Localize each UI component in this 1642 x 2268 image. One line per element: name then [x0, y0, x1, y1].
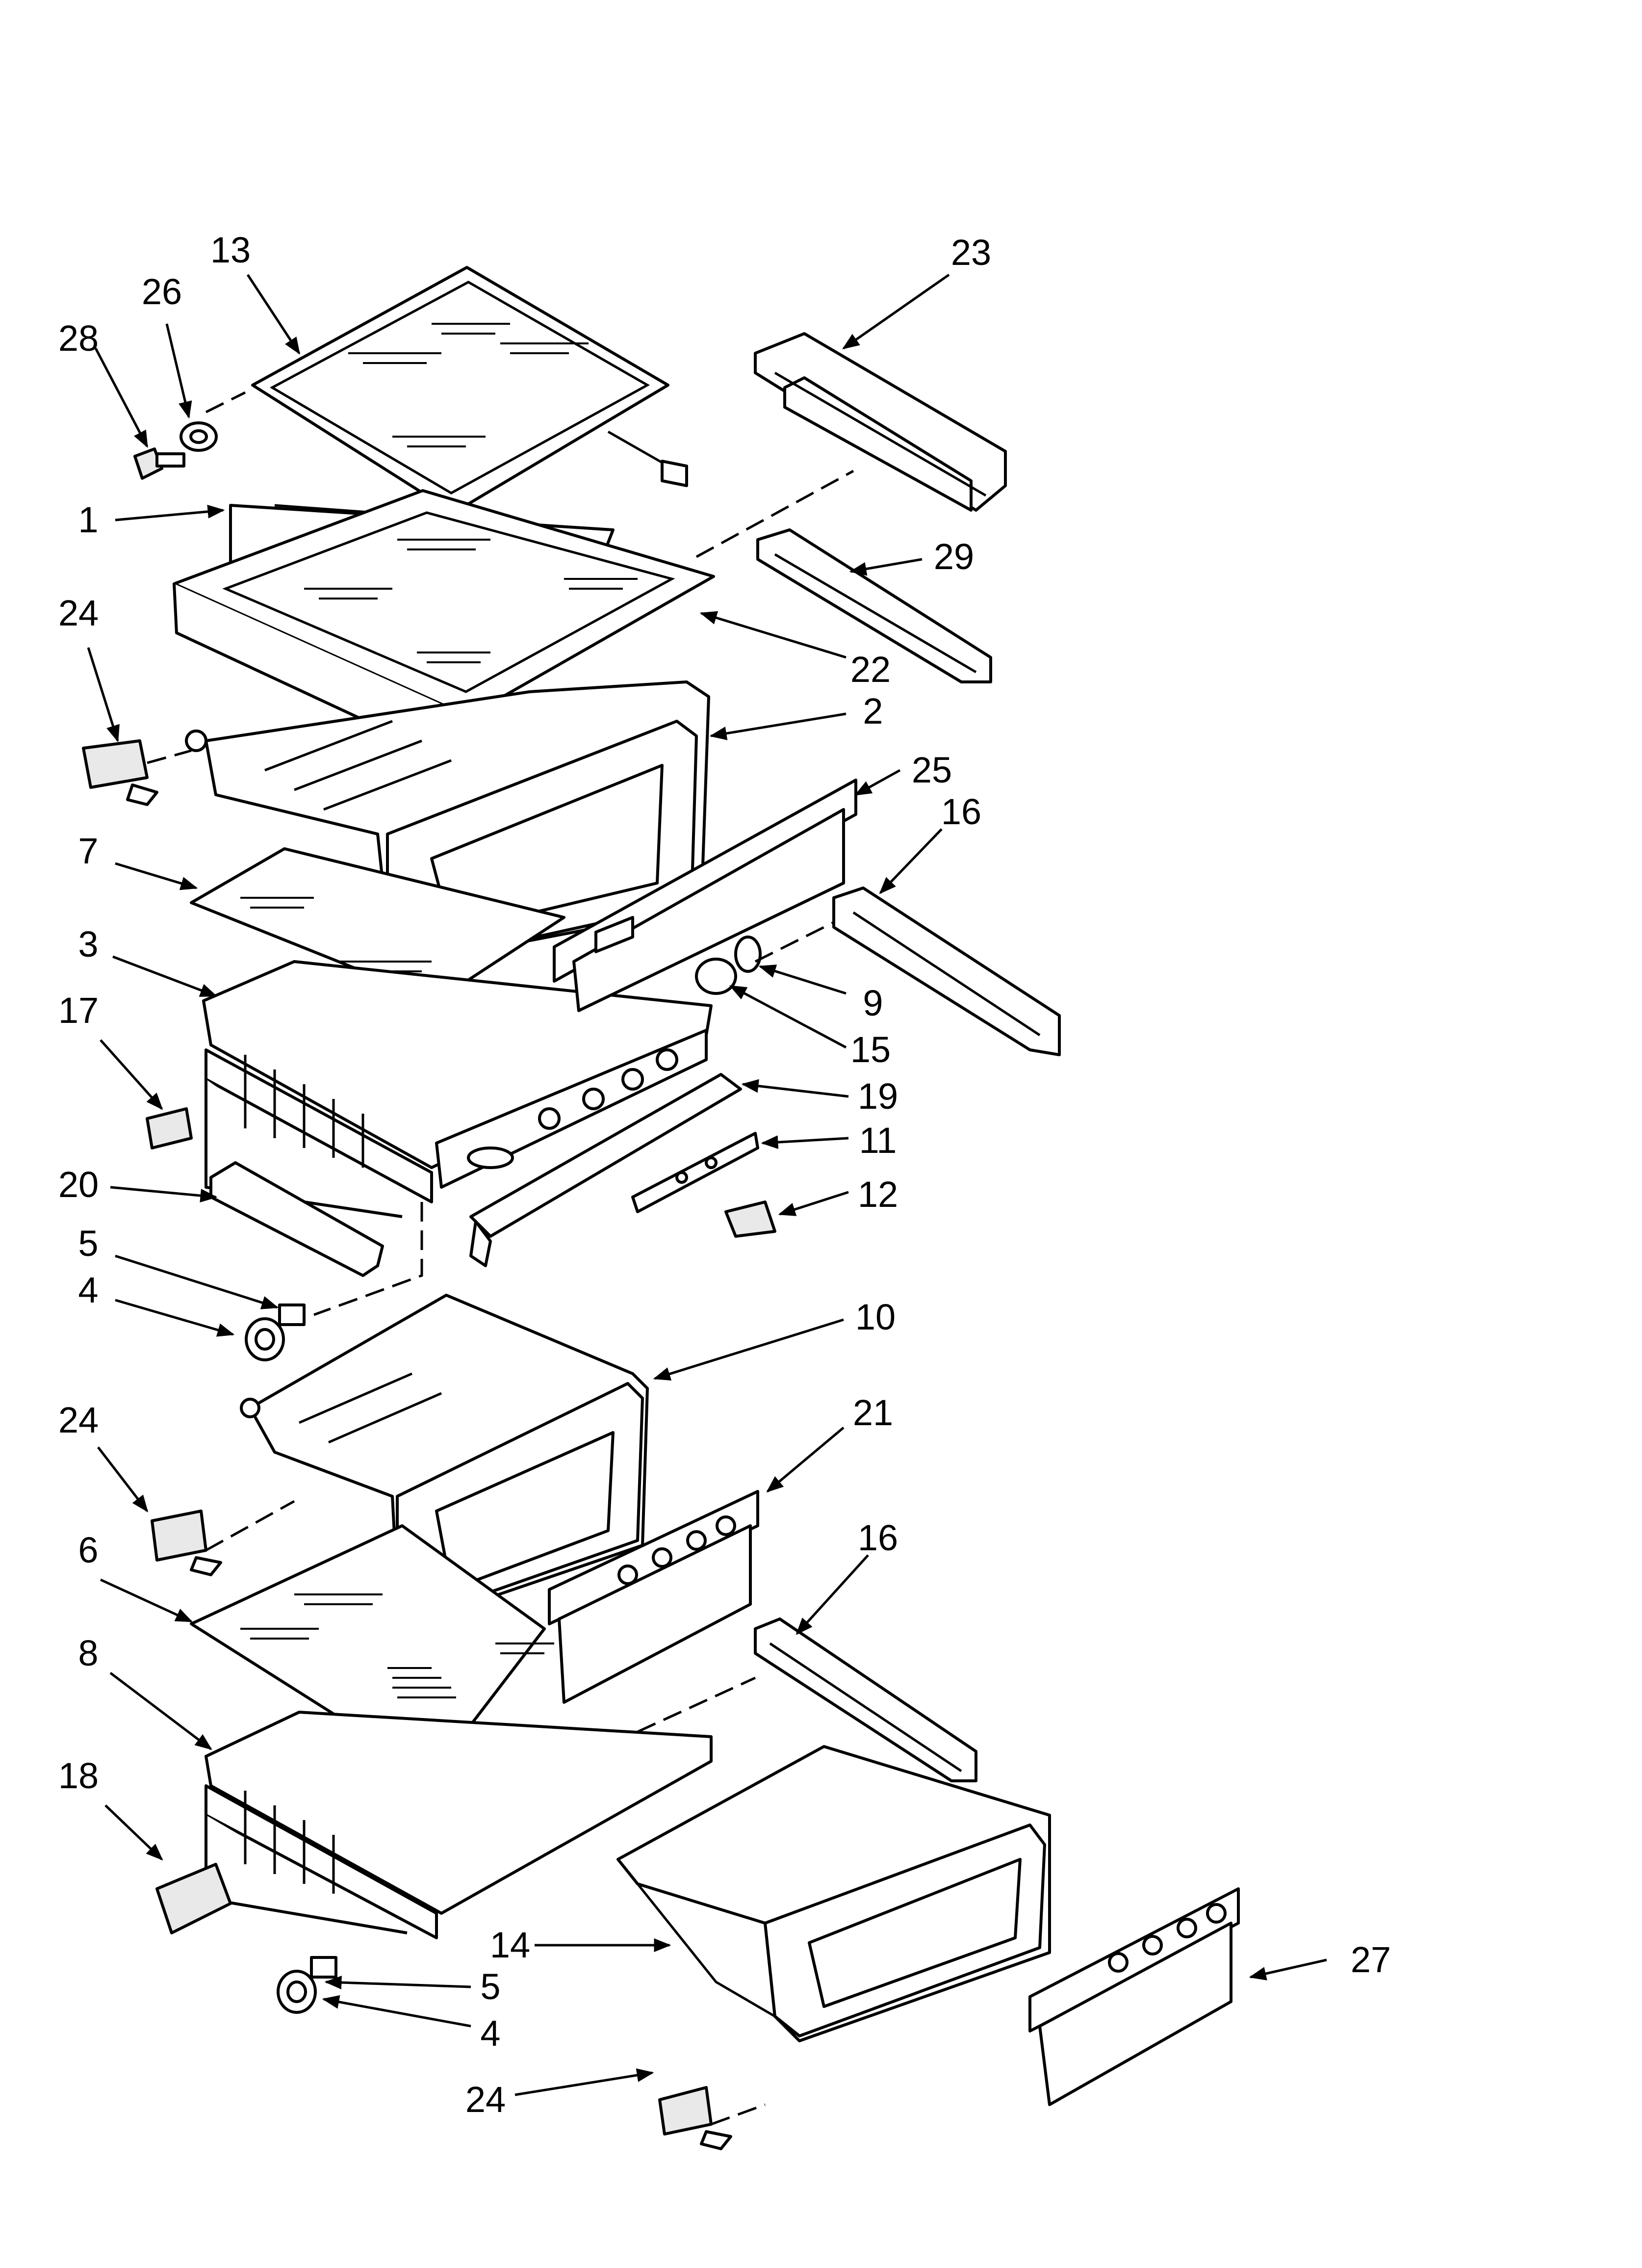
trim-19 — [469, 1073, 742, 1267]
drawer-front-27 — [1028, 1887, 1240, 2106]
rail-29 — [756, 528, 992, 683]
callout-21: 21 — [853, 1392, 893, 1433]
leader-arrows — [87, 273, 1327, 2096]
washer-26 — [180, 421, 218, 452]
callout-24: 24 — [58, 593, 99, 633]
drawer-stop-24-lower — [658, 2086, 732, 2150]
callout-4: 4 — [480, 2013, 500, 2054]
callout-6: 6 — [78, 1530, 98, 1570]
pan-14 — [616, 1745, 1051, 2042]
callout-1: 1 — [78, 499, 98, 540]
slide-rail-16-upper — [832, 886, 1061, 1056]
callout-29: 29 — [934, 536, 974, 577]
callout-15: 15 — [850, 1029, 891, 1070]
callout-27: 27 — [1351, 1939, 1391, 1980]
callout-19: 19 — [858, 1076, 898, 1117]
callout-25: 25 — [912, 750, 952, 790]
bracket-11 — [631, 1132, 759, 1213]
crisper-frame-3 — [202, 960, 713, 1218]
callout-5: 5 — [78, 1223, 98, 1264]
callout-10: 10 — [855, 1297, 896, 1337]
glass-shelf-13 — [251, 266, 688, 514]
callout-13: 13 — [210, 230, 251, 270]
callout-9: 9 — [863, 983, 883, 1023]
callout-23: 23 — [951, 232, 991, 273]
screw-28 — [133, 447, 185, 480]
callout-7: 7 — [78, 831, 98, 871]
callout-12: 12 — [858, 1174, 898, 1215]
frame-8 — [205, 1711, 713, 1939]
end-cap-17 — [146, 1107, 193, 1149]
callout-8: 8 — [78, 1633, 98, 1673]
drawer-front-25 — [553, 779, 857, 1012]
roller-4-upper — [245, 1303, 306, 1361]
callout-5: 5 — [480, 1966, 500, 2007]
callout-18: 18 — [58, 1755, 99, 1796]
rail-assembly-23 — [754, 332, 1007, 512]
clip-12 — [724, 1200, 776, 1238]
drawer-front-21 — [548, 1490, 759, 1704]
drawer-stop-24-middle — [151, 1510, 222, 1576]
drawer-stop-24-top — [82, 739, 158, 806]
callout-2: 2 — [863, 691, 883, 731]
callout-labels: 13 26 28 1 24 7 3 17 20 5 4 24 6 8 18 14… — [58, 230, 1391, 2120]
callout-17: 17 — [58, 990, 99, 1031]
callout-3: 3 — [78, 924, 98, 965]
roller-4-lower — [277, 1956, 337, 2014]
callout-28: 28 — [58, 318, 99, 359]
callout-4: 4 — [78, 1270, 98, 1310]
callout-14: 14 — [490, 1925, 530, 1965]
end-cap-18 — [155, 1863, 232, 1934]
callout-24: 24 — [58, 1400, 99, 1440]
callout-22: 22 — [850, 649, 891, 690]
callout-20: 20 — [58, 1164, 99, 1205]
callout-16: 16 — [941, 791, 981, 832]
callout-11: 11 — [859, 1120, 897, 1161]
knob-15 — [695, 936, 762, 995]
callout-26: 26 — [142, 271, 182, 312]
callout-24: 24 — [465, 2079, 506, 2120]
callout-16: 16 — [858, 1517, 898, 1558]
slide-rail-16-lower — [754, 1617, 977, 1782]
alignment-lines — [147, 391, 854, 2126]
